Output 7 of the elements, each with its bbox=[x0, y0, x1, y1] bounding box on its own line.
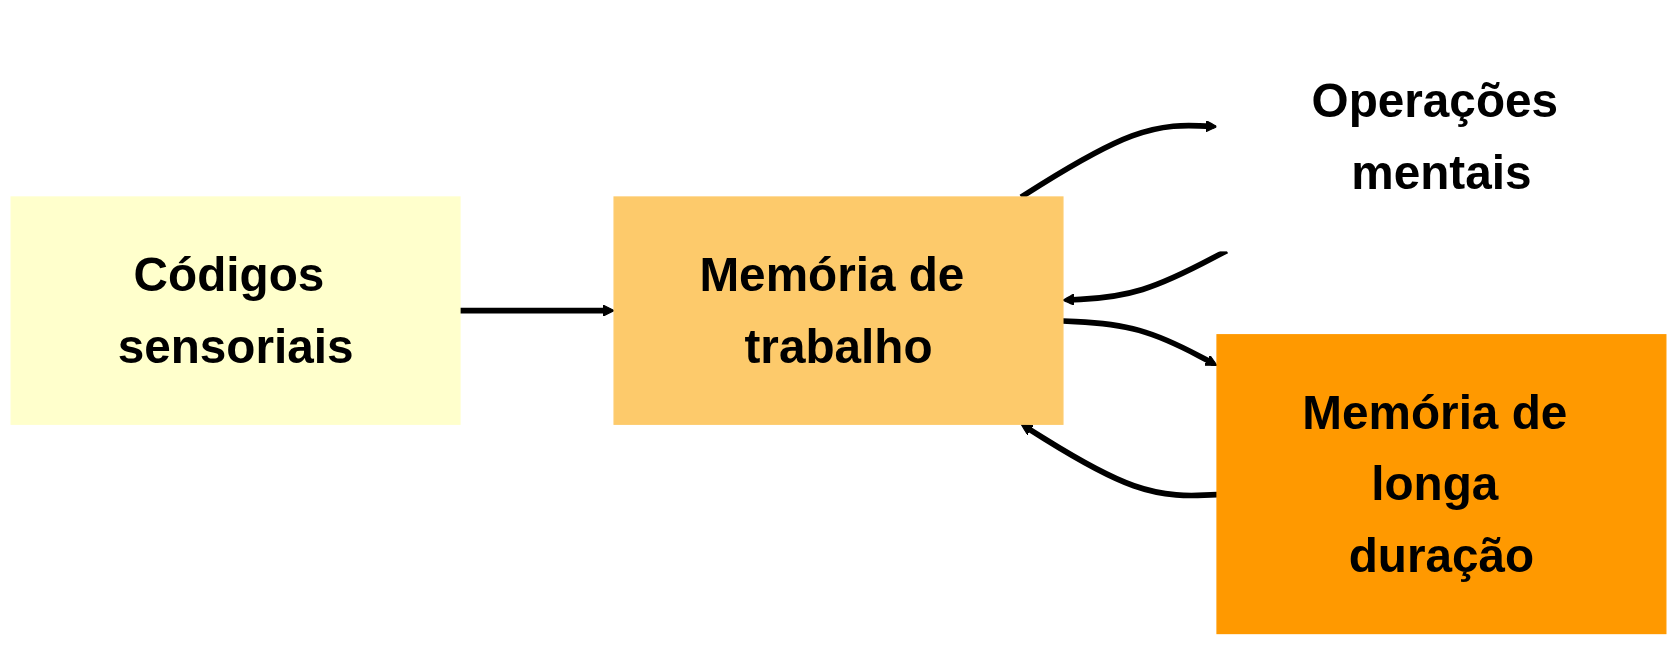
arrow bbox=[1062, 318, 1218, 366]
node-box: Códigos sensoriais bbox=[10, 196, 461, 425]
node-text: Operações mentais bbox=[1311, 74, 1559, 199]
node-box: Memória de longa duração bbox=[1216, 334, 1667, 635]
arrow bbox=[459, 304, 615, 317]
arrow bbox=[1020, 423, 1218, 499]
node-box: Memória de trabalho bbox=[613, 196, 1064, 425]
